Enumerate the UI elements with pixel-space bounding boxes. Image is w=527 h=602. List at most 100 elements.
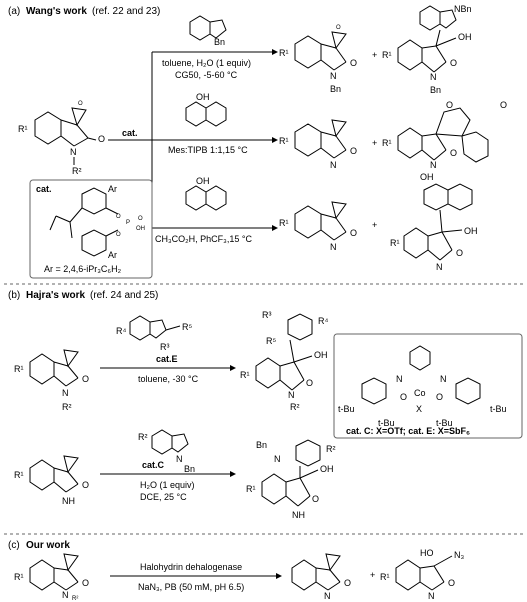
b1-prod-r1: R¹ <box>240 370 250 380</box>
a-p6-ho: OH <box>420 172 434 182</box>
c-product-epoxide: O N <box>291 553 351 601</box>
b2-prod-n: N <box>274 454 281 464</box>
b2-sub-nh: NH <box>62 496 75 506</box>
a-p1-r1: R¹ <box>279 48 289 58</box>
a-p4-r1: R¹ <box>382 138 392 148</box>
section-a-ref: (ref. 22 and 23) <box>92 6 160 17</box>
a-cat-ar-bottom: Ar <box>108 250 117 260</box>
a-p2-oh: OH <box>458 32 472 42</box>
b-cat-e: cat.E <box>156 354 178 364</box>
a-p2-n: N <box>430 72 437 82</box>
section-a-label: (a) <box>8 6 20 17</box>
a-cat-ar-definition: Ar = 2,4,6-iPr₃C₆H₂ <box>44 264 122 274</box>
c-sub-r2: R² <box>72 596 78 602</box>
b2-prod-nh: NH <box>292 510 305 520</box>
salen-tbu-2: t-Bu <box>378 418 395 428</box>
a-cat-box <box>29 179 153 279</box>
section-a-title: Wang's work <box>26 6 87 17</box>
a-p5-n: N <box>330 242 337 252</box>
b1-sub-r2: R² <box>62 402 72 412</box>
section-c-title: Our work <box>26 540 70 551</box>
salen-n-right: N <box>440 374 447 384</box>
salen-tbu-3: t-Bu <box>436 418 453 428</box>
a-cat-label: cat. <box>122 128 138 138</box>
b1-prod-r4: R⁴ <box>318 316 328 326</box>
a-p1-o-epox: O <box>336 25 341 31</box>
b-cat-c: cat.C <box>142 460 165 470</box>
a-product-epoxide-1: O O N Bn R¹ <box>279 25 357 94</box>
c-p2-r1: R¹ <box>380 572 390 582</box>
salen-tbu-4: t-Bu <box>490 404 507 414</box>
salen-n-left: N <box>396 374 403 384</box>
a-p4-keto-o: O <box>500 100 507 110</box>
b1-reagent-r5: R⁵ <box>182 322 192 332</box>
b-cond-1: toluene, -30 °C <box>138 374 199 384</box>
a-p6-r1: R¹ <box>390 238 400 248</box>
b2-reagent-n: N <box>176 454 183 464</box>
salen-o-right: O <box>436 392 443 402</box>
b-substrate-2: O NH R¹ <box>14 455 89 506</box>
a-reagent-naphthol-2: OH <box>185 176 227 211</box>
b1-prod-r3: R³ <box>262 310 272 320</box>
a-p5-o: O <box>350 228 357 238</box>
c-sub-n: N <box>62 590 69 600</box>
section-c-label: (c) <box>8 540 20 551</box>
a-naphthol-oh: OH <box>196 92 210 102</box>
a-reagent-naphthol: OH <box>185 92 227 127</box>
b-reagent-indole-2: R² N Bn <box>138 429 195 474</box>
a-p2-nbn: NBn <box>454 4 472 14</box>
a-p5-r1: R¹ <box>279 218 289 228</box>
a-plus-2: + <box>372 138 377 148</box>
a-sub-o-epox: O <box>78 101 83 107</box>
a-cond2: Mes:TIPB 1:1,15 °C <box>168 145 248 155</box>
c-p2-o: O <box>448 578 455 588</box>
b2-prod-oh: OH <box>320 464 334 474</box>
a-p3-r1: R¹ <box>279 136 289 146</box>
b2-prod-r2: R² <box>326 444 336 454</box>
a-plus-1: + <box>372 50 377 60</box>
a-cat-o1: O <box>116 214 121 220</box>
a-p4-o: O <box>450 148 457 158</box>
section-b-ref: (ref. 24 and 25) <box>90 290 158 301</box>
a-cat-o3: O <box>116 232 121 238</box>
salen-x: X <box>416 404 422 414</box>
c-substrate: R¹ O N R² <box>14 553 89 602</box>
c-sub-r1: R¹ <box>14 572 24 582</box>
a-cat-structure: Ar O P O OH O Ar <box>49 184 145 260</box>
c-p2-ho: HO <box>420 548 434 558</box>
c-p1-n: N <box>324 591 331 601</box>
a-cat-oh: OH <box>136 226 145 232</box>
a-p6-oh: OH <box>464 226 478 236</box>
section-b-title: Hajra's work <box>26 290 86 301</box>
b-product-1: R¹ OH R³ R⁴ R⁵ O N R² <box>240 310 328 412</box>
a-sub-n: N <box>70 147 77 157</box>
c-p1-o: O <box>344 578 351 588</box>
a-plus-3: + <box>372 220 377 230</box>
section-b-label: (b) <box>8 290 20 301</box>
b1-sub-r1: R¹ <box>14 364 24 374</box>
a-p1-n: N <box>330 71 337 81</box>
c-p2-n3: N₃ <box>454 550 464 560</box>
b2-prod-r1: R¹ <box>246 484 256 494</box>
b2-reagent-r2: R² <box>138 432 148 442</box>
b1-prod-o: O <box>306 378 313 388</box>
salen-tbu-1: t-Bu <box>338 404 355 414</box>
b1-prod-oh: OH <box>314 350 328 360</box>
b1-sub-o: O <box>82 374 89 384</box>
a-naphthol2-oh: OH <box>196 176 210 186</box>
c-plus: + <box>370 570 375 580</box>
b-salen-box <box>333 333 523 439</box>
a-cat-p: P <box>126 220 130 226</box>
b2-sub-o: O <box>82 480 89 490</box>
b2-sub-r1: R¹ <box>14 470 24 480</box>
a-cond1-line2: CG50, -5-60 °C <box>175 70 238 80</box>
b2-prod-bn: Bn <box>256 440 267 450</box>
a-cond1-line1: toluene, H₂O (1 equiv) <box>162 58 251 68</box>
a-p1-o: O <box>350 58 357 68</box>
a-p4-n: N <box>430 160 437 170</box>
b2-reagent-bn: Bn <box>184 464 195 474</box>
a-indole-bn: Bn <box>214 37 225 47</box>
b-salen-caption: cat. C: X=OTf; cat. E: X=SbF₆ <box>346 426 470 436</box>
